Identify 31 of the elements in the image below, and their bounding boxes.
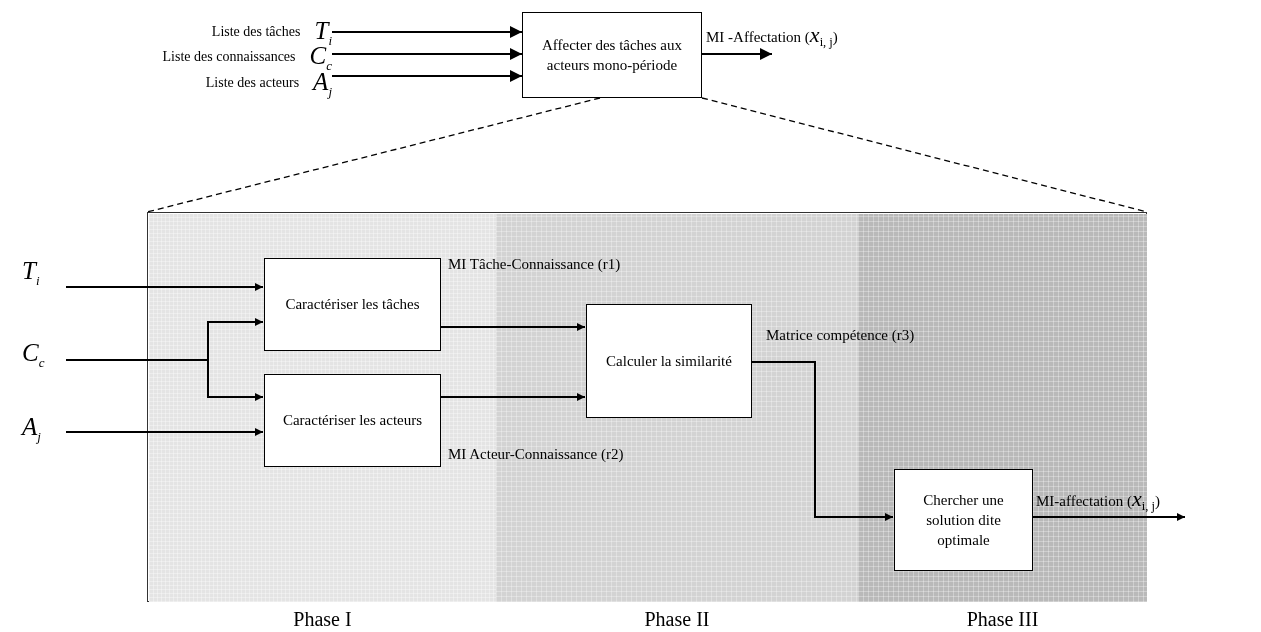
edge-label: MI Acteur-Connaissance (r2) bbox=[448, 446, 624, 463]
math-symbol: T$_{i}$ bbox=[22, 258, 66, 298]
phase-label: Phase I bbox=[292, 608, 353, 631]
arrow bbox=[65, 428, 264, 436]
arrow bbox=[331, 48, 523, 60]
input-label: Liste des tâches bbox=[211, 24, 301, 40]
edge-label: MI -Affectation (x$_{i, j}$) bbox=[706, 22, 838, 50]
input-label: Liste des connaissances bbox=[162, 49, 296, 65]
arrow bbox=[439, 323, 586, 331]
phase-label: Phase III bbox=[965, 608, 1040, 631]
phase-label: Phase II bbox=[643, 608, 711, 631]
arrow bbox=[331, 70, 523, 82]
edge-label: MI-affectation (x$_{i, j}$) bbox=[1036, 486, 1160, 514]
arrow bbox=[1031, 513, 1186, 521]
math-symbol: C$_{c}$ bbox=[22, 340, 66, 380]
edge-label: Matrice compétence (r3) bbox=[766, 327, 915, 344]
math-symbol: T$_{i}$ bbox=[314, 17, 332, 47]
process-box: Chercher une solution dite optimale bbox=[894, 469, 1033, 571]
dashed-line bbox=[146, 97, 601, 213]
arrow bbox=[331, 26, 523, 38]
process-box: Affecter des tâches aux acteurs mono-période bbox=[522, 12, 702, 98]
process-box: Caractériser les tâches bbox=[264, 258, 441, 351]
math-symbol: A$_{j}$ bbox=[22, 414, 66, 454]
edge-label: MI Tâche-Connaissance (r1) bbox=[448, 256, 621, 273]
arrow bbox=[65, 283, 264, 291]
arrow bbox=[701, 48, 773, 60]
arrow bbox=[750, 361, 894, 521]
arrow bbox=[439, 393, 586, 401]
input-label: Liste des acteurs bbox=[205, 75, 300, 91]
process-box: Caractériser les acteurs bbox=[264, 374, 441, 467]
process-box: Calculer la similarité bbox=[586, 304, 752, 418]
